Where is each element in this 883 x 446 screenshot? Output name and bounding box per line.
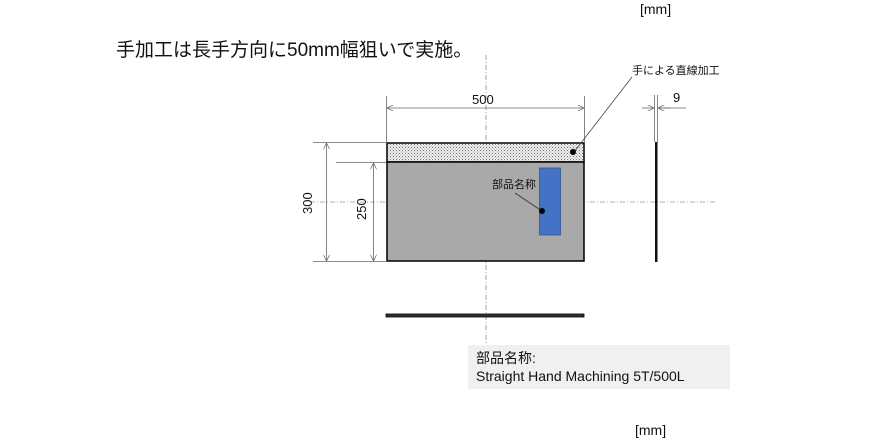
dimension-thickness-label: 9 [673,90,681,105]
unit-label-top: [mm] [640,1,672,17]
part-name-caption: 部品名称: [476,350,536,366]
instruction-text: 手加工は長手方向に50mm幅狙いで実施。 [116,40,473,61]
dimension-height-total-label: 300 [300,192,315,214]
part-name-label-area [539,167,561,236]
dimension-height-body-label: 250 [354,198,369,220]
dimension-width-label: 500 [472,92,494,107]
bottom-view-plate [385,313,585,318]
callout-hand-machining: 手による直線加工 [632,65,720,77]
callout-part-name: 部品名称 [492,179,536,191]
callout-dot-strip [570,149,576,155]
hand-machined-strip [386,142,585,163]
side-view-plate [655,142,658,262]
unit-label-bottom: [mm] [635,422,667,438]
part-name-value: Straight Hand Machining 5T/500L [476,368,685,384]
part-name-info-box: 部品名称: Straight Hand Machining 5T/500L [468,345,730,389]
callout-dot-label [539,208,545,214]
